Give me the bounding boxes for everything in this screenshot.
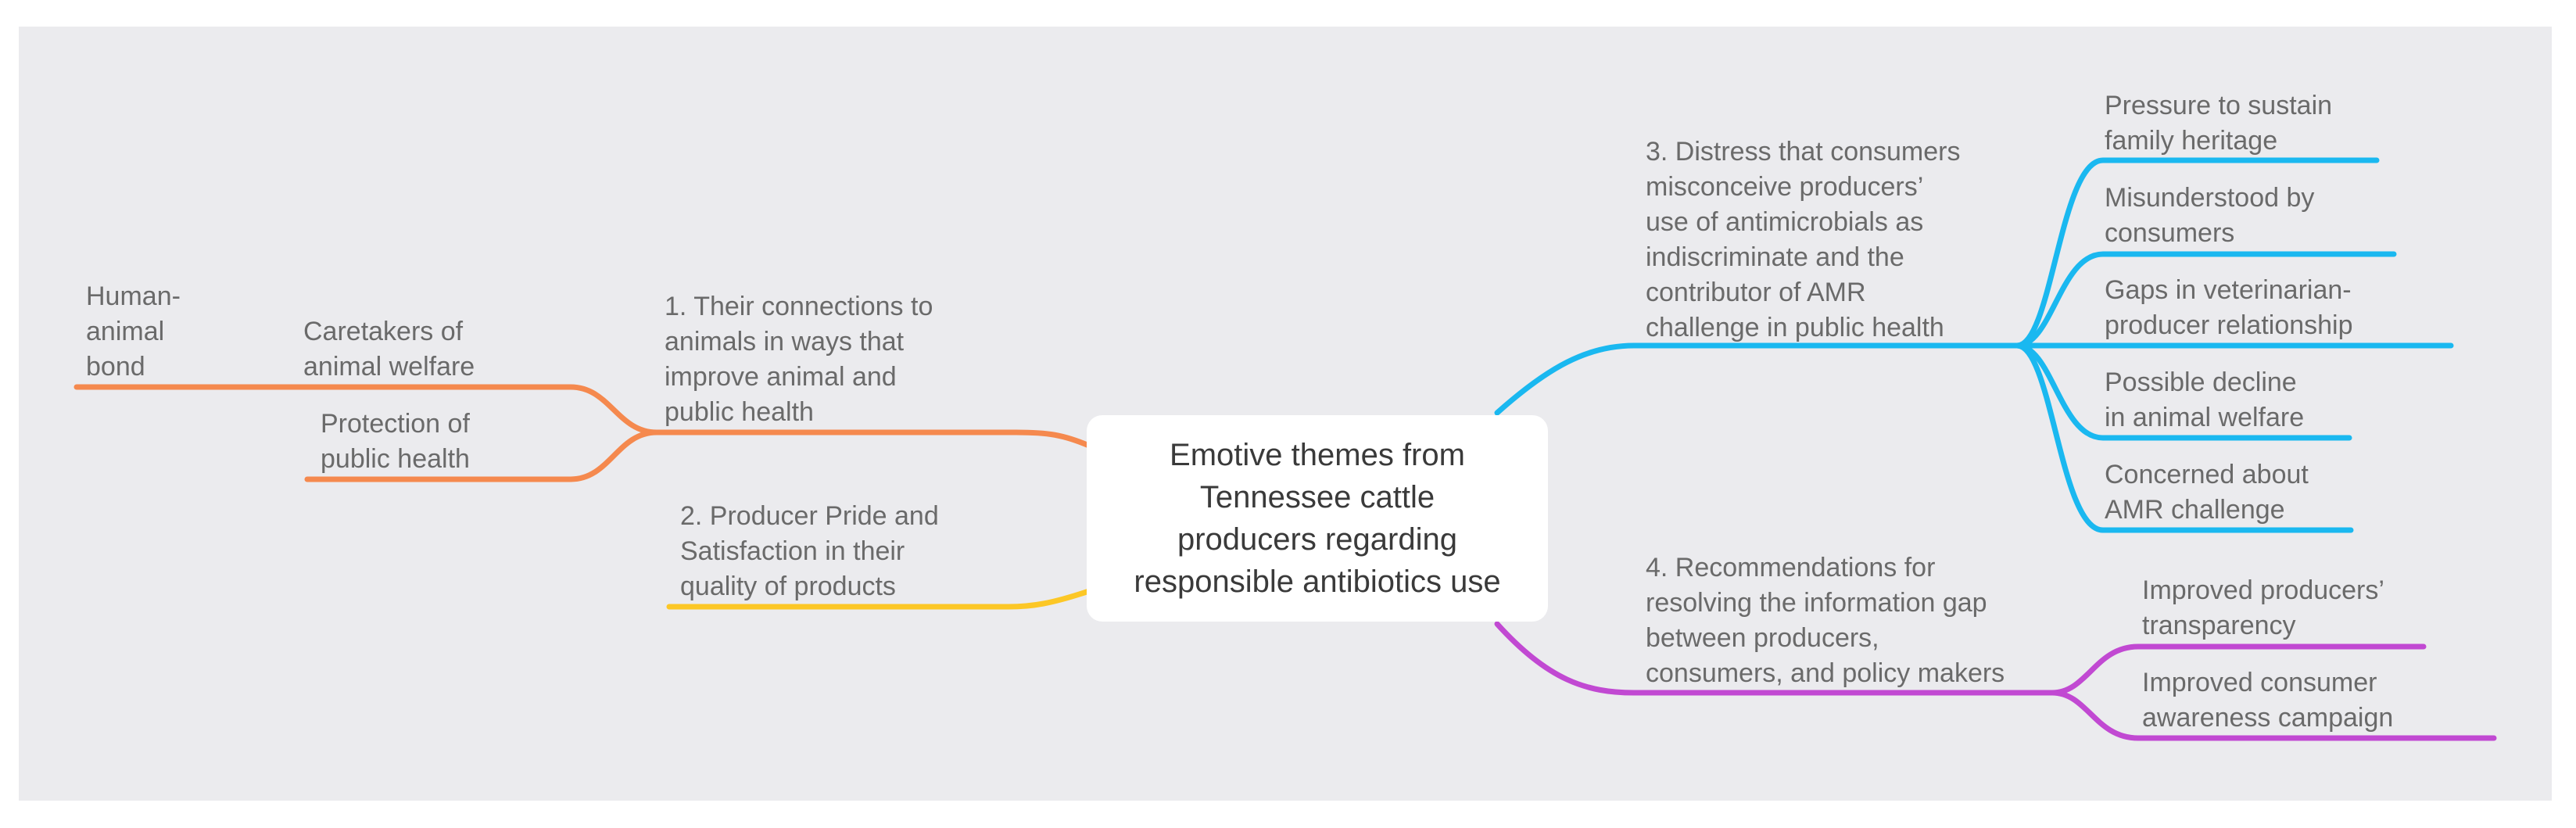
connector-branch-4: [1494, 621, 2055, 696]
branch-1-label[interactable]: 1. Their connections to animals in ways …: [665, 292, 933, 427]
mindmap-canvas: [19, 27, 2552, 801]
node-gaps-label[interactable]: Gaps in veterinarian- producer relations…: [2105, 275, 2353, 340]
connector-decline: [2014, 342, 2352, 441]
connector-branch-3: [1494, 342, 2020, 416]
connector-caretakers: [286, 384, 660, 436]
node-concerned-label[interactable]: Concerned about AMR challenge: [2105, 460, 2309, 525]
node-misunderstood-label[interactable]: Misunderstood by consumers: [2105, 183, 2315, 248]
connector-protection: [304, 429, 660, 482]
connector-awareness: [2049, 690, 2497, 741]
branch-4-label[interactable]: 4. Recommendations for resolving the inf…: [1646, 553, 2005, 688]
branch-3-label[interactable]: 3. Distress that consumers misconceive p…: [1646, 137, 1961, 342]
node-awareness-label[interactable]: Improved consumer awareness campaign: [2142, 668, 2394, 733]
node-human-animal-bond-label[interactable]: Human- animal bond: [86, 281, 181, 382]
connector-misunderstood: [2014, 251, 2397, 349]
connector-branch-2: [666, 588, 1092, 610]
connector-transparency: [2049, 643, 2427, 696]
node-pressure-label[interactable]: Pressure to sustain family heritage: [2105, 91, 2333, 156]
central-topic-label: Emotive themes from Tennessee cattle pro…: [1134, 438, 1501, 599]
connector-branch-1: [654, 429, 1092, 449]
node-caretakers-label[interactable]: Caretakers of animal welfare: [303, 317, 475, 382]
node-transparency-label[interactable]: Improved producers’ transparency: [2142, 575, 2384, 640]
connector-concerned: [2014, 342, 2354, 533]
connector-pressure: [2014, 157, 2380, 349]
branch-2-label[interactable]: 2. Producer Pride and Satisfaction in th…: [680, 501, 939, 601]
central-topic[interactable]: Emotive themes from Tennessee cattle pro…: [1087, 415, 1548, 622]
node-decline-label[interactable]: Possible decline in animal welfare: [2105, 367, 2305, 432]
node-protection-label[interactable]: Protection of public health: [321, 409, 470, 474]
